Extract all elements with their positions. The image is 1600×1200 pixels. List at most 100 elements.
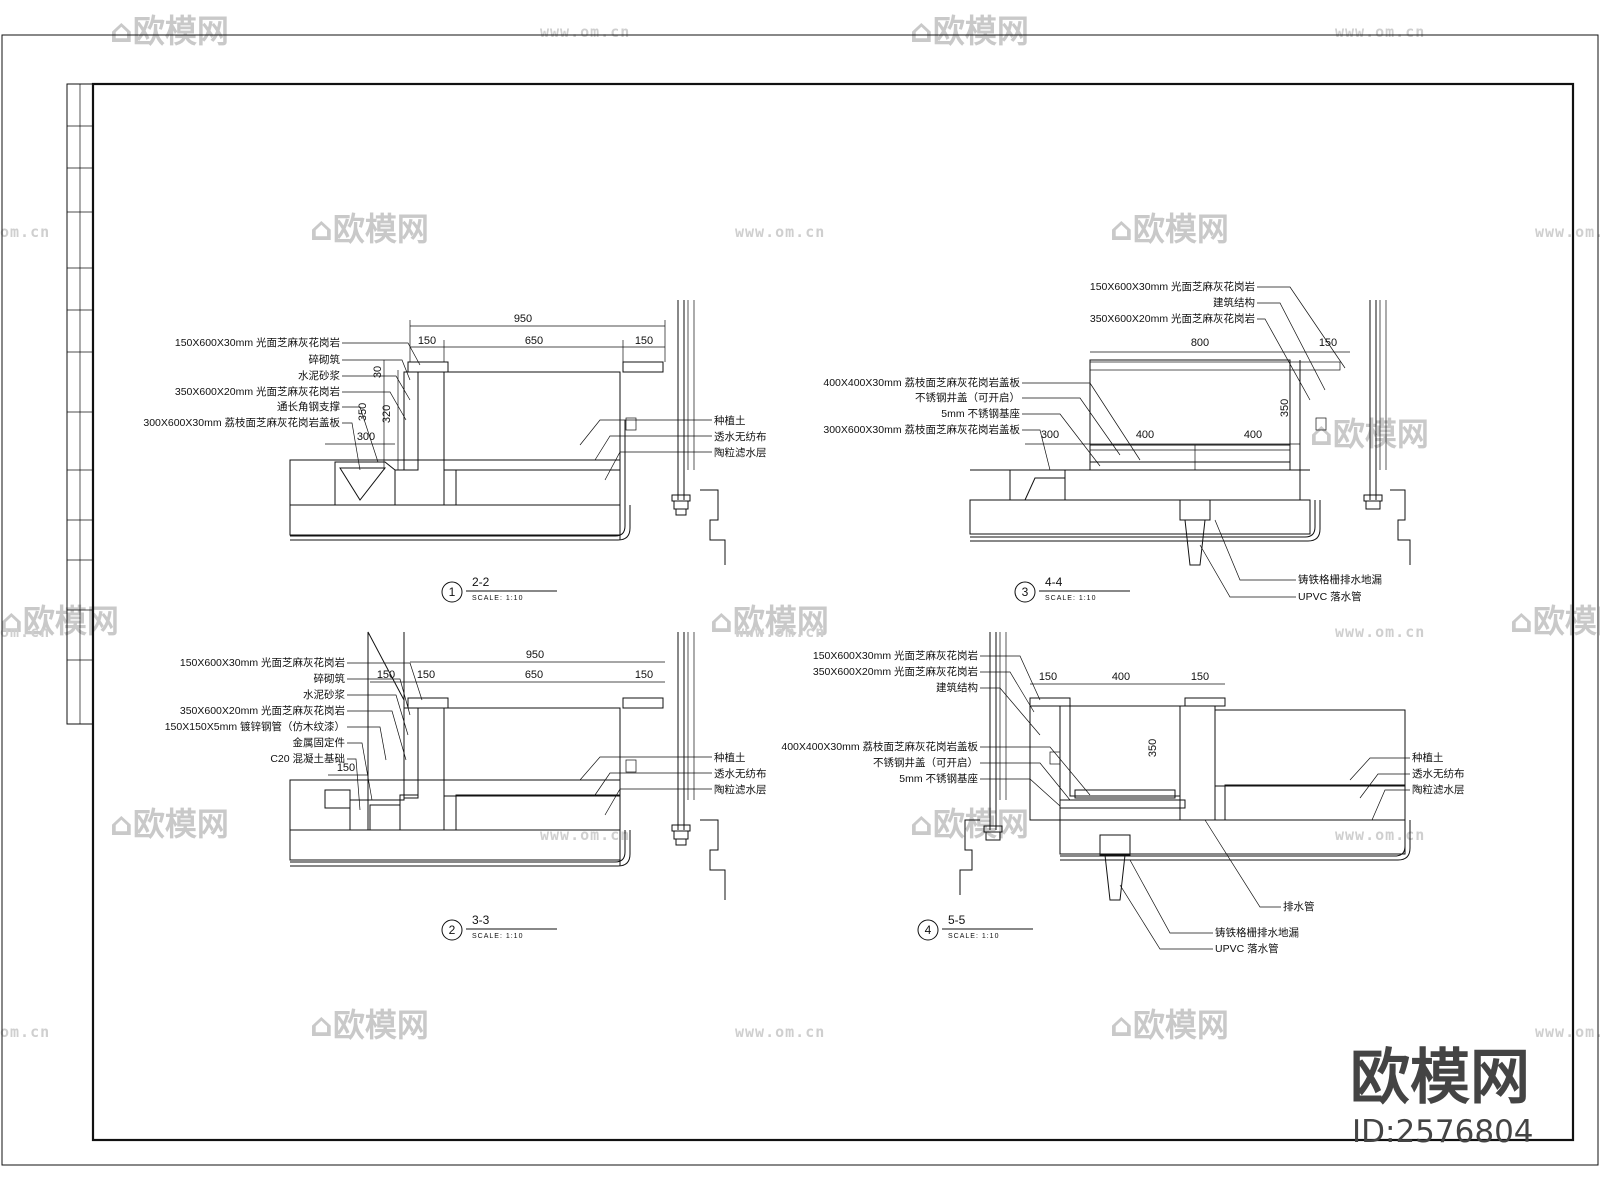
dim-c: 400 — [1244, 429, 1262, 441]
label: 铸铁格栅排水地漏 — [1215, 926, 1299, 939]
watermark-logo: ⌂欧模网 — [110, 12, 229, 50]
label: 150X600X30mm 光面芝麻灰花岗岩 — [180, 656, 345, 669]
scale-label: SCALE: 1:10 — [472, 595, 523, 602]
watermark-logo: ⌂欧模网 — [310, 1006, 429, 1044]
label: 陶粒滤水层 — [1412, 783, 1465, 796]
label: 150X600X30mm 光面芝麻灰花岗岩 — [175, 336, 340, 349]
section-detail-2: 950 150 150 650 150 150 150X600X30mm 光面芝… — [165, 631, 767, 941]
dim-left: 150 — [418, 335, 436, 347]
label: 350X600X20mm 光面芝麻灰花岗岩 — [175, 385, 340, 398]
watermark-url-short: om.cn — [0, 223, 50, 241]
watermark-url: www.om.cn — [735, 1023, 825, 1041]
section-1-title: 1 2-2 SCALE: 1:10 — [441, 575, 557, 603]
label: UPVC 落水管 — [1215, 942, 1279, 955]
section-3-bottom-labels: 铸铁格栅排水地漏 UPVC 落水管 — [1199, 519, 1382, 603]
label: UPVC 落水管 — [1298, 590, 1362, 603]
section-index: 4 — [925, 923, 932, 937]
brand-id: ID:2576804 — [1352, 1114, 1534, 1150]
watermark-logo: ⌂欧模网 — [710, 602, 829, 640]
section-title: 4-4 — [1045, 575, 1063, 589]
dim-h2: 350 — [357, 403, 369, 421]
scale-label: SCALE: 1:10 — [1045, 595, 1096, 602]
watermark-logo: ⌂欧模网 — [0, 602, 119, 640]
watermark-logo: ⌂欧模网 — [310, 210, 429, 248]
watermark-url: www.om.cn — [1335, 23, 1425, 41]
section-detail-3: 800 150 300 400 400 350 150X600X30mm 光面芝… — [823, 280, 1411, 603]
dim-total: 950 — [526, 649, 544, 661]
dim-right: 150 — [1191, 671, 1209, 683]
label: 350X600X20mm 光面芝麻灰花岗岩 — [180, 704, 345, 717]
label: 400X400X30mm 荔枝面芝麻灰花岗岩盖板 — [823, 376, 1020, 389]
label: 金属固定件 — [293, 736, 346, 749]
watermark-url: www.om.cn — [735, 223, 825, 241]
label: 300X600X30mm 荔枝面芝麻灰花岗岩盖板 — [823, 423, 1020, 436]
watermark-logo: ⌂欧模网 — [1110, 1006, 1229, 1044]
label: 水泥砂浆 — [298, 369, 340, 382]
section-detail-1: 950 150 650 150 30 350 320 300 150X600X3… — [143, 300, 767, 603]
dim-a: 300 — [1041, 429, 1059, 441]
watermark-logo: ⌂欧模网 — [1110, 210, 1229, 248]
dim-right: 150 — [635, 335, 653, 347]
section-title: 3-3 — [472, 913, 490, 927]
label: 300X600X30mm 荔枝面芝麻灰花岗岩盖板 — [143, 416, 340, 429]
section-2-title: 2 3-3 SCALE: 1:10 — [441, 913, 557, 941]
label: 350X600X20mm 光面芝麻灰花岗岩 — [813, 665, 978, 678]
dim-mid: 650 — [525, 335, 543, 347]
label: 5mm 不锈钢基座 — [899, 772, 978, 785]
label: 碎砌筑 — [314, 672, 346, 685]
label: 陶粒滤水层 — [714, 446, 767, 459]
section-4-right-labels: 种植土 透水无纺布 陶粒滤水层 — [1349, 751, 1465, 821]
label: C20 混凝土基础 — [270, 752, 345, 765]
dim-right: 150 — [635, 669, 653, 681]
watermark-url: www.om.cn — [735, 623, 825, 641]
dim-base: 150 — [337, 762, 355, 774]
section-3-top-labels: 150X600X30mm 光面芝麻灰花岗岩 建筑结构 350X600X20mm … — [1090, 280, 1346, 401]
watermark-logo: ⌂欧模网 — [1510, 602, 1600, 640]
section-index: 1 — [449, 585, 456, 599]
label: 400X400X30mm 荔枝面芝麻灰花岗岩盖板 — [781, 740, 978, 753]
dim-b: 400 — [1136, 429, 1154, 441]
label: 通长角钢支撑 — [277, 400, 340, 413]
section-3-left-labels: 400X400X30mm 荔枝面芝麻灰花岗岩盖板 不锈钢井盖（可开启） 5mm … — [823, 376, 1141, 471]
label: 陶粒滤水层 — [714, 783, 767, 796]
dim-mid: 650 — [525, 669, 543, 681]
watermark-url: www.om.cn — [1535, 223, 1600, 241]
scale-label: SCALE: 1:10 — [472, 933, 523, 940]
label: 排水管 — [1283, 900, 1315, 913]
watermark-logo: ⌂欧模网 — [110, 805, 229, 843]
watermark-url: www.om.cn — [540, 23, 630, 41]
watermark-url-short: om.cn — [0, 1023, 50, 1041]
label: 150X600X30mm 光面芝麻灰花岗岩 — [813, 649, 978, 662]
label: 透水无纺布 — [1412, 767, 1465, 780]
dim-wall: 150 — [377, 669, 395, 681]
section-2-left-labels: 150X600X30mm 光面芝麻灰花岗岩 碎砌筑 水泥砂浆 350X600X2… — [165, 656, 423, 811]
label: 透水无纺布 — [714, 430, 767, 443]
brand-text: 欧模网 — [1350, 1043, 1530, 1113]
label: 不锈钢井盖（可开启） — [873, 756, 978, 769]
section-title: 2-2 — [472, 575, 490, 589]
outer-frame — [1, 34, 1599, 1166]
watermark-logo: ⌂欧模网 — [910, 805, 1029, 843]
section-4-title: 4 5-5 SCALE: 1:10 — [917, 913, 1033, 941]
label: 不锈钢井盖（可开启） — [915, 391, 1020, 404]
label: 建筑结构 — [936, 681, 978, 694]
label: 150X600X30mm 光面芝麻灰花岗岩 — [1090, 280, 1255, 293]
dim-h3: 320 — [381, 405, 393, 423]
scale-label: SCALE: 1:10 — [948, 933, 999, 940]
dim-h: 350 — [1147, 739, 1159, 757]
dim-total: 950 — [514, 313, 532, 325]
section-1-right-labels: 种植土 透水无纺布 陶粒滤水层 — [579, 414, 767, 481]
watermark-url: www.om.cn — [540, 826, 630, 844]
watermark-layer: ⌂欧模网 ⌂欧模网 ⌂欧模网 ⌂欧模网 ⌂欧模网 ⌂欧模网 ⌂欧模网 ⌂欧模网 ⌂欧模网 ⌂欧模网… — [0, 12, 1600, 1044]
dim-w1: 300 — [357, 431, 375, 443]
dim-h: 350 — [1279, 399, 1291, 417]
dim-h1: 30 — [372, 366, 384, 378]
section-3-title: 3 4-4 SCALE: 1:10 — [1014, 575, 1130, 603]
watermark-url-short: om.cn — [0, 623, 50, 641]
watermark-logo: ⌂欧模网 — [1310, 415, 1429, 453]
section-1-left-labels: 150X600X30mm 光面芝麻灰花岗岩 碎砌筑 水泥砂浆 350X600X2… — [143, 336, 421, 471]
label: 种植土 — [1412, 751, 1444, 764]
dim-mid: 400 — [1112, 671, 1130, 683]
section-detail-4: 150 400 150 350 150X600X30mm 光面芝麻灰花岗岩 35… — [781, 632, 1465, 955]
